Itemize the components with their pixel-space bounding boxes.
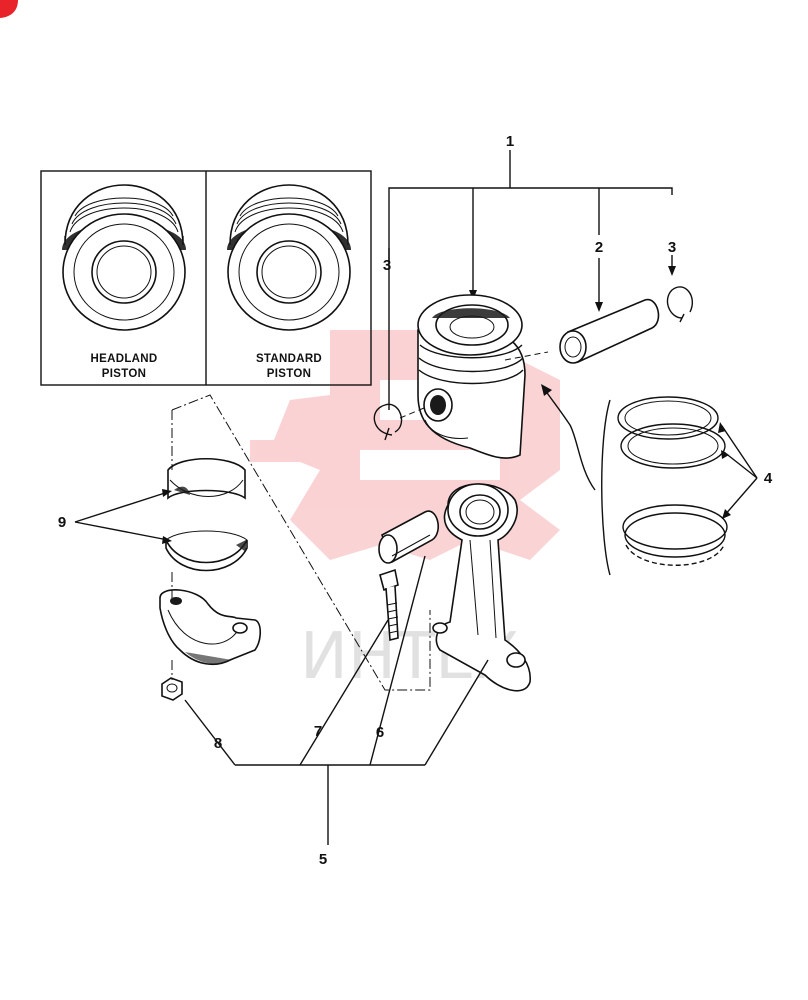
compression-ring-top xyxy=(617,396,719,440)
callout-6: 6 xyxy=(376,724,384,741)
piston-ring-set xyxy=(601,396,728,576)
compression-ring-middle xyxy=(620,423,726,469)
headland-piston-illustration: HEADLAND PISTON xyxy=(62,184,186,380)
bearing-cap xyxy=(159,589,262,666)
standard-piston-illustration: STANDARD PISTON xyxy=(227,184,351,380)
snap-ring-right xyxy=(666,286,693,323)
snap-ring-left xyxy=(373,403,403,441)
bearing-shell-upper xyxy=(167,457,246,500)
callout-2: 2 xyxy=(595,239,603,256)
leader-lines-item-9 xyxy=(74,489,172,544)
callout-3-right: 3 xyxy=(668,239,676,256)
headland-label-line1: HEADLAND xyxy=(91,353,158,365)
connecting-rod xyxy=(432,483,531,692)
callout-1: 1 xyxy=(506,133,514,150)
piston-type-inset: HEADLAND PISTON STANDARD PISTON xyxy=(40,170,372,386)
callout-7: 7 xyxy=(314,723,322,740)
callout-9: 9 xyxy=(58,514,66,531)
oil-control-ring xyxy=(622,504,728,566)
corner-logo-mark xyxy=(0,0,18,18)
hex-nut xyxy=(161,677,183,701)
headland-label-line2: PISTON xyxy=(102,368,146,380)
callout-3-left: 3 xyxy=(383,257,391,274)
leader-lines-item-1 xyxy=(388,150,676,410)
standard-label-line1: STANDARD xyxy=(256,353,322,365)
callout-5: 5 xyxy=(319,851,327,868)
connecting-rod-bolt xyxy=(379,568,399,642)
bearing-shell-lower xyxy=(165,530,248,572)
piston xyxy=(399,294,549,459)
assembly-centerline xyxy=(171,394,431,691)
leader-lines-item-4 xyxy=(718,422,758,519)
rings-to-piston-arrow xyxy=(541,384,596,491)
leader-lines-item-5 xyxy=(184,555,489,845)
standard-label-line2: PISTON xyxy=(267,368,311,380)
piston-pin xyxy=(559,299,660,364)
callout-4: 4 xyxy=(764,470,773,487)
connecting-rod-bushing xyxy=(378,510,440,564)
callout-8: 8 xyxy=(214,735,222,752)
